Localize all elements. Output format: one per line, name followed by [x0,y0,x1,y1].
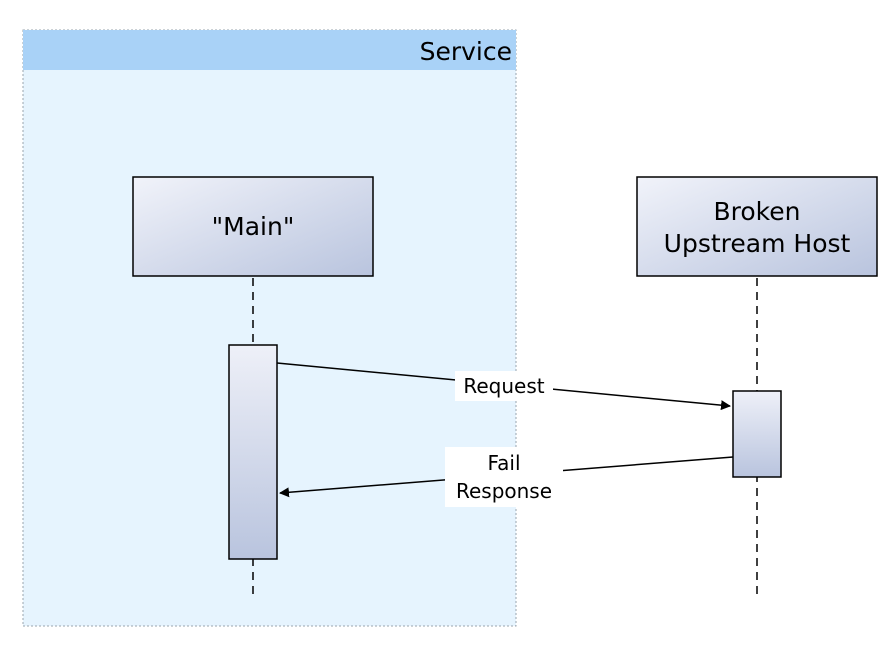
participant-broken-upstream-host-box [636,176,878,277]
participant-main-label: "Main" [212,212,295,241]
activation-main [228,344,278,560]
participant-broken-upstream-host: Broken Upstream Host [636,176,878,277]
participant-broken-upstream-host-label-line-2: Upstream Host [664,229,851,258]
participant-main-box [132,176,374,277]
participant-main: "Main" [132,176,374,277]
message-request-label-bg [455,371,553,401]
message-request-label: Request [463,374,544,398]
message-fail-response-label-bg [445,447,563,507]
activation-broken-upstream-host [732,390,782,478]
service-group-title: Service [420,37,512,66]
participant-broken-upstream-host-label-line-1: Broken [714,197,801,226]
message-fail-response-label-line-2: Response [456,479,552,503]
message-fail-response-label-line-1: Fail [487,451,520,475]
service-group-header [23,30,516,70]
message-fail-response: Fail Response [279,447,734,507]
message-request: Request [276,362,731,411]
